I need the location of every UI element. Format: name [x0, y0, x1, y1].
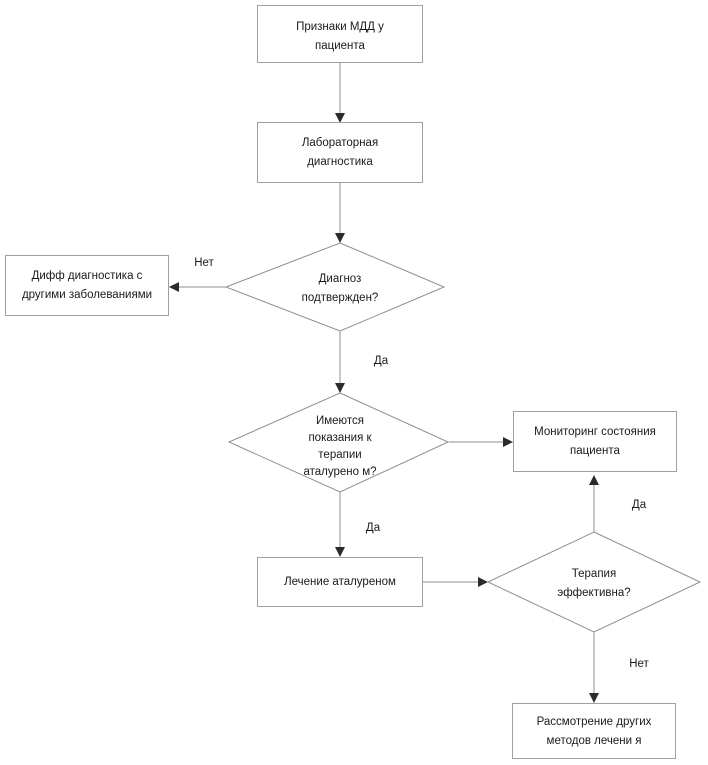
edge-label-no-diagnosis: Нет — [194, 257, 214, 269]
node-other-methods[interactable]: Рассмотрение других методов лечени я — [512, 703, 676, 759]
node-monitoring-shape — [513, 411, 677, 472]
node-ataluren-indicated-line-2: показания к — [308, 432, 372, 444]
node-ataluren-indicated[interactable]: Имеются показания к терапии аталурено м? — [227, 392, 450, 493]
edge-label-yes-effective: Да — [632, 499, 647, 511]
node-lab-diagnostics-shape — [257, 122, 423, 183]
node-therapy-effective-shape — [486, 531, 702, 633]
node-lab-diagnostics[interactable]: Лабораторная диагностика — [257, 122, 423, 183]
node-signs[interactable]: Признаки МДД у пациента — [257, 5, 423, 63]
arrow-head-diagnosis — [335, 233, 345, 243]
edge-labels: Нет Да Да Да Нет — [194, 257, 649, 670]
node-treatment-line-1: Лечение аталуреном — [284, 576, 396, 588]
arrow-head-treatment — [335, 547, 345, 557]
node-monitoring-line-2: пациента — [570, 445, 621, 457]
node-treatment[interactable]: Лечение аталуреном — [257, 557, 423, 607]
node-ataluren-indicated-line-4: аталурено м? — [303, 466, 376, 478]
arrow-head-ataluren — [335, 383, 345, 393]
node-therapy-effective[interactable]: Терапия эффективна? — [486, 531, 702, 633]
edge-label-yes-diagnosis: Да — [374, 355, 389, 367]
node-other-methods-line-1: Рассмотрение других — [537, 716, 652, 728]
node-diagnosis-confirmed[interactable]: Диагноз подтвержден? — [224, 242, 446, 332]
node-other-methods-line-2: методов лечени я — [547, 735, 642, 747]
node-diff-diagnosis-shape — [5, 255, 169, 316]
arrow-head-effective — [478, 577, 488, 587]
edge-label-yes-treatment: Да — [366, 522, 381, 534]
node-treatment-shape — [257, 557, 423, 607]
node-diff-diagnosis[interactable]: Дифф диагностика с другими заболеваниями — [5, 255, 169, 316]
node-signs-line-2: пациента — [315, 40, 366, 52]
node-therapy-effective-line-1: Терапия — [572, 568, 616, 580]
node-ataluren-indicated-shape — [227, 392, 450, 493]
node-lab-diagnostics-line-1: Лабораторная — [302, 137, 378, 149]
connectors — [169, 63, 599, 703]
node-ataluren-indicated-line-3: терапии — [318, 449, 361, 461]
node-monitoring[interactable]: Мониторинг состояния пациента — [513, 411, 677, 472]
node-other-methods-shape — [512, 703, 676, 759]
node-signs-shape — [257, 5, 423, 63]
node-ataluren-indicated-line-1: Имеются — [316, 415, 364, 427]
arrow-head-monitoring-left — [503, 437, 513, 447]
node-diff-diagnosis-line-2: другими заболеваниями — [22, 289, 152, 301]
node-diagnosis-confirmed-line-2: подтвержден? — [302, 292, 379, 304]
node-diff-diagnosis-line-1: Дифф диагностика с — [32, 270, 143, 282]
edge-label-no-effective: Нет — [629, 658, 649, 670]
node-monitoring-line-1: Мониторинг состояния — [534, 426, 656, 438]
node-diagnosis-confirmed-line-1: Диагноз — [319, 273, 362, 285]
node-diagnosis-confirmed-shape — [224, 242, 446, 332]
node-signs-line-1: Признаки МДД у — [296, 21, 384, 33]
node-lab-diagnostics-line-2: диагностика — [307, 156, 373, 168]
arrow-head-diff — [169, 282, 179, 292]
node-therapy-effective-line-2: эффективна? — [557, 587, 630, 599]
arrow-head-other-methods — [589, 693, 599, 703]
arrow-head-monitoring-bottom — [589, 475, 599, 485]
arrow-head-lab — [335, 113, 345, 123]
